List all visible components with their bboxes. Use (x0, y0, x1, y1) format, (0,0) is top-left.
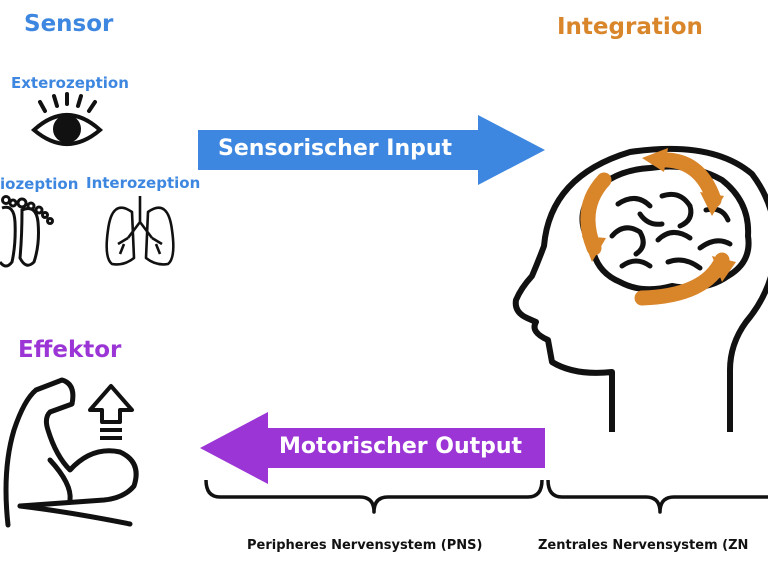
feet-icon (0, 195, 54, 268)
effektor-title: Effektor (18, 337, 122, 363)
propriozeption-label: iozeption (0, 175, 79, 193)
motor-output-label: Motorischer Output (279, 434, 523, 459)
interozeption-label: Interozeption (86, 174, 201, 192)
pns-brace (204, 479, 544, 514)
head-brain-icon (512, 145, 768, 432)
flexed-arm-icon (3, 377, 139, 528)
lungs-icon (105, 196, 175, 266)
motor-output-arrow (200, 412, 545, 484)
up-arrow-icon (88, 384, 134, 440)
sensor-title: Sensor (24, 11, 114, 37)
sensory-input-label: Sensorischer Input (218, 136, 453, 161)
pns-label: Peripheres Nervensystem (PNS) (247, 538, 483, 553)
zns-brace (546, 479, 768, 514)
sensory-input-arrow (198, 115, 545, 185)
integration-title: Integration (557, 14, 703, 40)
zns-label: Zentrales Nervensystem (ZN (538, 538, 749, 553)
exterozeption-label: Exterozeption (11, 74, 129, 92)
eye-icon (30, 92, 104, 146)
